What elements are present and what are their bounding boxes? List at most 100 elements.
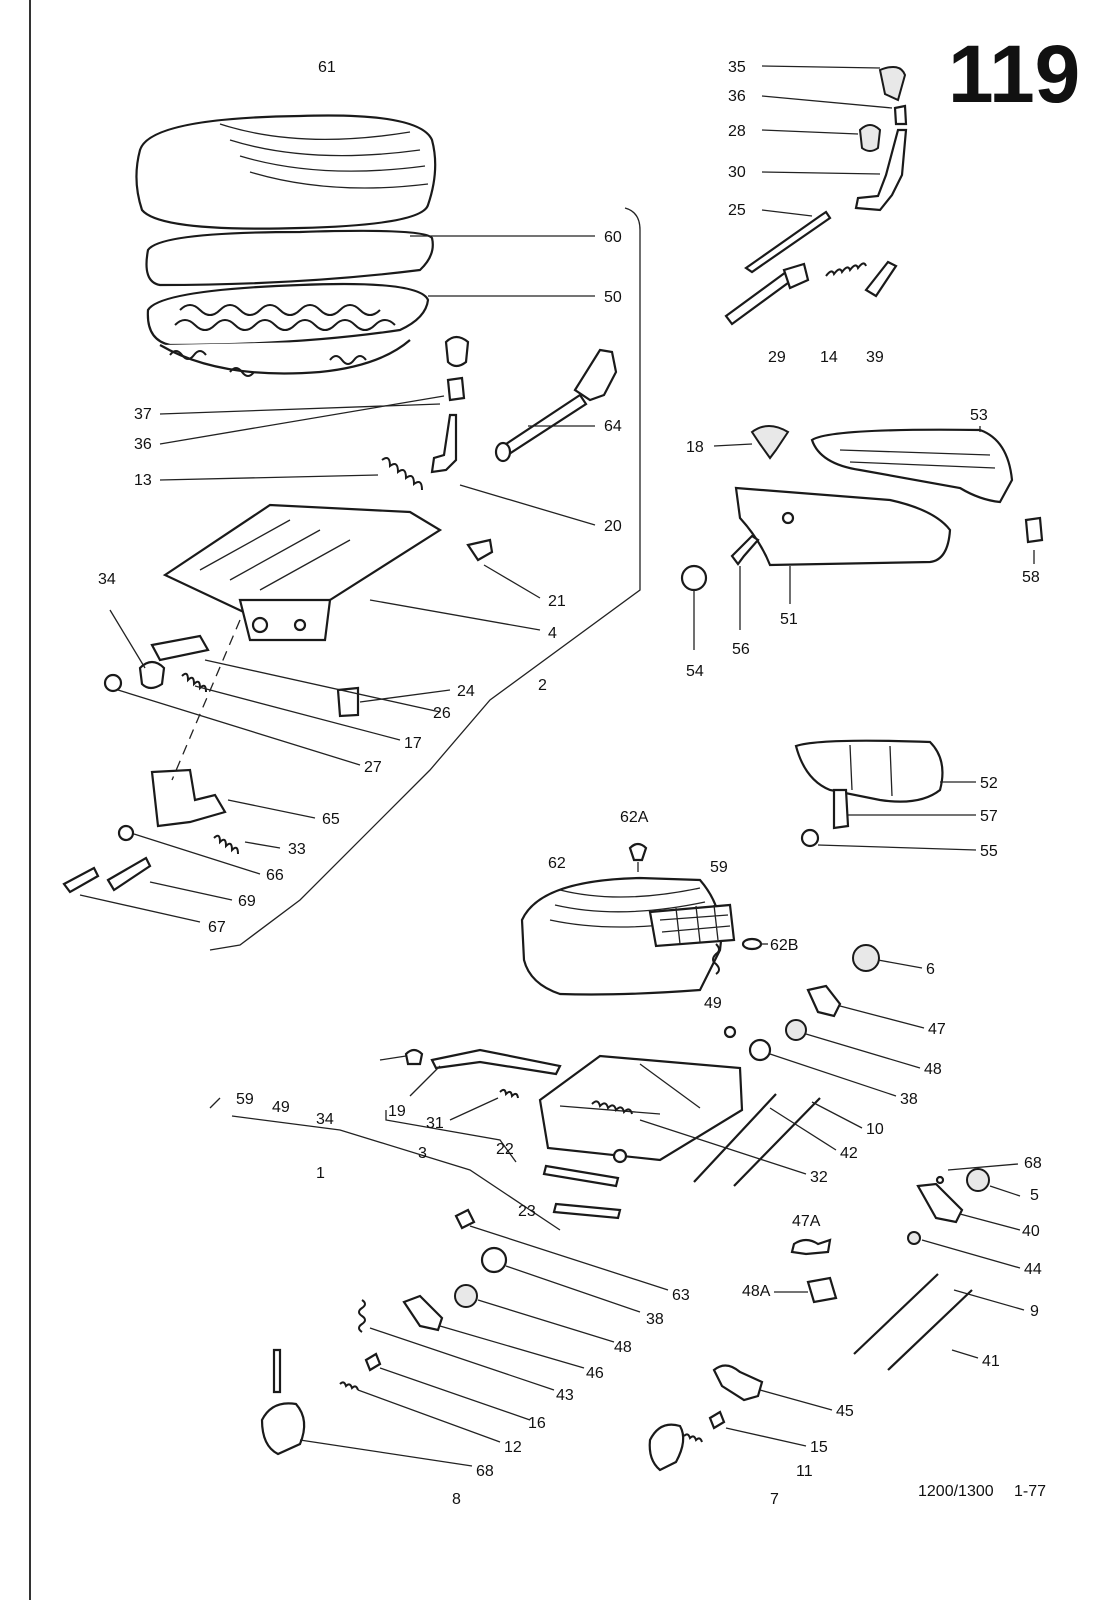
callout-21: 21 [548, 593, 566, 610]
leader-line [769, 1107, 837, 1151]
leader-line [639, 1119, 807, 1175]
hole-51-part [781, 511, 795, 525]
cap-35-part [878, 65, 907, 102]
leader-line [761, 65, 881, 69]
callout-15: 15 [810, 1439, 828, 1456]
callout-16: 16 [528, 1415, 546, 1432]
knob-6-part [852, 944, 880, 972]
callout-49b: 49 [272, 1099, 290, 1116]
pin-16-part [364, 1352, 382, 1372]
callout-59: 59 [710, 859, 728, 876]
callout-68b: 68 [476, 1463, 494, 1480]
leader-line [839, 1005, 925, 1029]
callout-44: 44 [1024, 1261, 1042, 1278]
spring-33-part [213, 834, 239, 855]
seat-cushion-62-part [520, 876, 736, 996]
leader-line [759, 1389, 833, 1411]
callout-4: 4 [548, 625, 557, 642]
callout-7: 7 [770, 1491, 779, 1508]
callout-35: 35 [728, 59, 746, 76]
screw-68b-part [272, 1348, 282, 1394]
leader-line [159, 474, 379, 481]
leader-line [761, 129, 859, 135]
callout-34: 34 [98, 571, 116, 588]
callout-32: 32 [810, 1169, 828, 1186]
callout-28: 28 [728, 123, 746, 140]
wingnut-47A-part [790, 1238, 832, 1256]
leader-line [469, 1225, 669, 1291]
callout-53: 53 [970, 407, 988, 424]
plug-58-part [1024, 516, 1044, 544]
knob-37-part [444, 335, 470, 368]
callout-50: 50 [604, 289, 622, 306]
rod-10-part [733, 1097, 821, 1187]
callout-17: 17 [404, 735, 422, 752]
callout-24: 24 [457, 683, 475, 700]
cover-52-detail [849, 744, 893, 797]
callout-3: 3 [418, 1145, 427, 1162]
callout-42: 42 [840, 1145, 858, 1162]
leader-line [299, 1439, 473, 1467]
callout-67: 67 [208, 919, 226, 936]
bolt-67-part [62, 866, 100, 894]
leader-line [117, 689, 361, 766]
nut-48A-part [806, 1276, 838, 1304]
leader-line [713, 443, 753, 447]
footer-model: 1200/1300 [918, 1483, 994, 1500]
leader-line [761, 171, 881, 175]
callout-66: 66 [266, 867, 284, 884]
callout-62A: 62A [620, 809, 649, 826]
leader-line [227, 799, 316, 819]
bracket-group-2 [209, 207, 641, 951]
bracket-24-part [336, 686, 360, 718]
leader-line [369, 1327, 555, 1391]
bar-19-part [430, 1048, 562, 1076]
callout-60: 60 [604, 229, 622, 246]
callout-68: 68 [1024, 1155, 1042, 1172]
washer-27-part [103, 673, 123, 693]
plate-46-part [402, 1294, 444, 1332]
leader-line [449, 1097, 499, 1121]
rod-64-part [494, 348, 618, 463]
leader-line [439, 1325, 585, 1369]
leader-line [357, 1389, 501, 1443]
spring-31-part [499, 1088, 519, 1099]
callout-37: 37 [134, 406, 152, 423]
clip-57-part [832, 788, 850, 830]
spring-15-part [683, 1433, 703, 1443]
nut-48-part [785, 1019, 807, 1041]
callout-2: 2 [538, 677, 547, 694]
callout-1: 1 [316, 1165, 325, 1182]
leader-line [761, 209, 813, 217]
plate-65-part [150, 768, 227, 828]
leader-line [989, 1185, 1021, 1197]
callout-57: 57 [980, 808, 998, 825]
leader-line [379, 1055, 407, 1061]
leader-line [79, 894, 201, 923]
leader-line [877, 959, 923, 969]
callout-14: 14 [820, 349, 838, 366]
washer-66-part [117, 824, 135, 842]
leader-line [369, 599, 541, 631]
cover-52-part [794, 739, 944, 803]
bracket-group-3 [385, 1110, 517, 1163]
clip-36-part [446, 376, 466, 402]
leader-line [725, 1427, 807, 1447]
clip-36b-part [893, 104, 908, 126]
knob-8-part [260, 1402, 306, 1456]
lever-20-part [430, 413, 458, 474]
leader-line [483, 564, 541, 599]
callout-55: 55 [980, 843, 998, 860]
nut-48b-part [454, 1284, 478, 1308]
footer-date: 1-77 [1014, 1483, 1046, 1500]
callout-38: 38 [900, 1091, 918, 1108]
callout-23: 23 [518, 1203, 536, 1220]
bracket-group-1 [209, 1097, 561, 1231]
callout-12: 12 [504, 1439, 522, 1456]
seat-cover-part [135, 114, 437, 230]
screw-68-part [935, 1175, 945, 1185]
bar-23-part [552, 1202, 622, 1220]
callout-26: 26 [433, 705, 451, 722]
rod-9-part [853, 1273, 939, 1355]
callout-49: 49 [704, 995, 722, 1012]
